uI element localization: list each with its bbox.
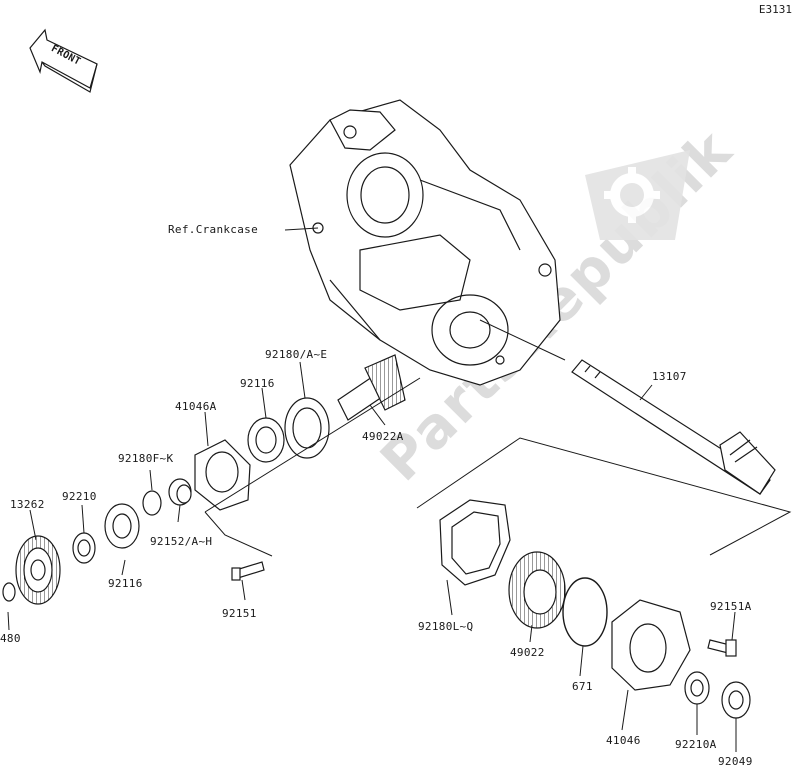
gear-13262 xyxy=(15,535,61,605)
part-label-92180lq: 92180L~Q xyxy=(418,620,474,633)
part-label-41046: 41046 xyxy=(606,734,641,747)
ref-crankcase-label: Ref.Crankcase xyxy=(168,223,258,236)
leader-lines xyxy=(7,227,792,752)
bearing-92116-lower xyxy=(104,503,140,549)
o-ring-671 xyxy=(562,577,608,647)
part-label-13107: 13107 xyxy=(652,370,687,383)
part-label-49022a: 49022A xyxy=(362,430,404,443)
crankcase-housing xyxy=(289,99,561,386)
bearing-92116-upper xyxy=(247,417,285,463)
oil-seal-92049 xyxy=(721,681,751,719)
output-shaft xyxy=(571,359,776,495)
part-label-92049: 92049 xyxy=(718,755,753,767)
bearing-housing-41046 xyxy=(611,599,691,691)
circlip-480 xyxy=(2,582,16,602)
part-label-92180fk: 92180F~K xyxy=(118,452,174,465)
part-label-92210a: 92210A xyxy=(675,738,717,751)
bevel-gear-shaft-49022a xyxy=(337,354,406,421)
oil-seal-92210 xyxy=(72,532,96,564)
collar-92152 xyxy=(168,478,192,506)
diagram-code: E3131 xyxy=(758,3,792,16)
part-label-92151a: 92151A xyxy=(710,600,752,613)
bolt-92151 xyxy=(231,561,265,581)
part-label-92116-lower: 92116 xyxy=(108,577,143,590)
part-label-671: 671 xyxy=(572,680,593,693)
part-label-13262: 13262 xyxy=(10,498,45,511)
watermark-gear-icon xyxy=(585,150,690,240)
part-label-92152: 92152/A~H xyxy=(150,535,213,548)
bearing-housing-41046a xyxy=(194,439,251,511)
part-label-92180ae: 92180/A~E xyxy=(265,348,328,361)
ring-gear-49022 xyxy=(508,551,566,629)
part-label-41046a: 41046A xyxy=(175,400,217,413)
shim-gasket-92180ae xyxy=(284,397,330,459)
gasket-92180lq xyxy=(439,499,511,586)
shim-92180fk xyxy=(142,490,162,516)
front-arrow-icon xyxy=(29,28,98,93)
part-label-92210: 92210 xyxy=(62,490,97,503)
part-label-49022: 49022 xyxy=(510,646,545,659)
part-label-92116-upper: 92116 xyxy=(240,377,275,390)
bolt-92151a xyxy=(707,639,737,657)
oil-seal-92210a xyxy=(684,671,710,705)
part-label-480: 480 xyxy=(0,632,21,645)
part-label-92151: 92151 xyxy=(222,607,257,620)
